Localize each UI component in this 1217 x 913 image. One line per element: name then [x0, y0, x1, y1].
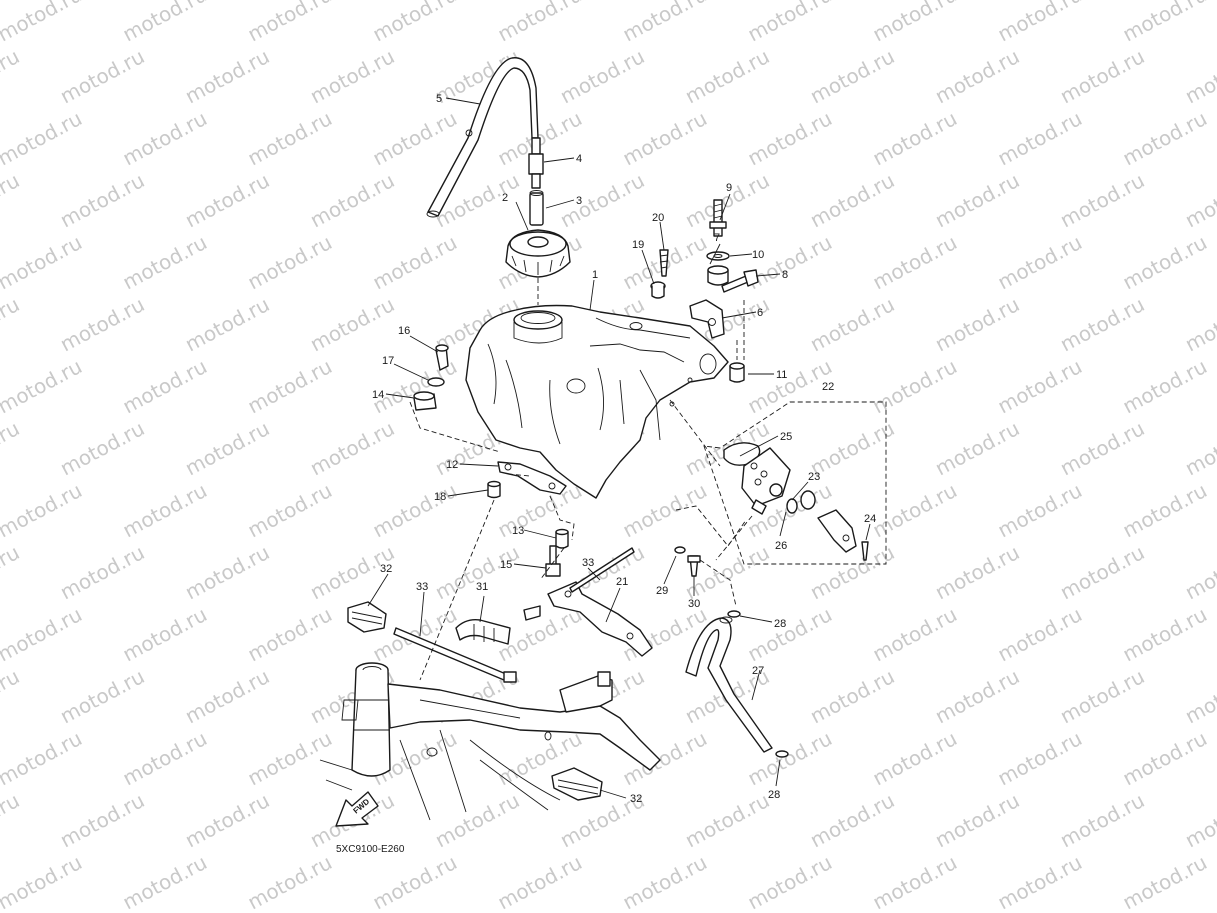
- callout-19: 19: [632, 239, 644, 251]
- callout-16: 16: [398, 325, 410, 337]
- callout-28-upper: 28: [774, 618, 786, 630]
- callout-28-lower: 28: [768, 789, 780, 801]
- cable-tie-upper: [569, 547, 635, 593]
- damper-bolt-set: [706, 199, 730, 286]
- callout-10: 10: [752, 249, 764, 261]
- damper-bolt-14-16-17: [413, 344, 449, 411]
- callout-32-lower: 32: [630, 793, 642, 805]
- callout-8: 8: [782, 269, 788, 281]
- callout-29: 29: [656, 585, 668, 597]
- callout-17: 17: [382, 355, 394, 367]
- callout-2: 2: [502, 192, 508, 204]
- callout-32-upper: 32: [380, 563, 392, 575]
- callout-1: 1: [592, 269, 598, 281]
- callout-24: 24: [864, 513, 876, 525]
- mount-plate: [497, 461, 567, 495]
- callout-13: 13: [512, 525, 524, 537]
- side-bolt: [721, 269, 759, 293]
- callout-15: 15: [500, 559, 512, 571]
- hose-clip-lower: [775, 750, 789, 758]
- callout-26: 26: [775, 540, 787, 552]
- callout-22: 22: [822, 381, 834, 393]
- callout-25: 25: [780, 431, 792, 443]
- callout-9: 9: [726, 182, 732, 194]
- frame: [319, 662, 661, 821]
- callout-33-upper: 33: [582, 557, 594, 569]
- diagram-code: 5XC9100-E260: [336, 844, 405, 855]
- protector-31: [455, 618, 511, 645]
- collar-18: [487, 480, 501, 499]
- callout-labels: 1 2 3 4 5 6 7 8 9 10 11 12 13 14 15 16 1…: [372, 93, 876, 805]
- callout-18: 18: [434, 491, 446, 503]
- hose-bracket: [523, 581, 653, 657]
- breather-fitting: [528, 137, 544, 189]
- protector-32-lower: [551, 767, 603, 801]
- callout-12: 12: [446, 459, 458, 471]
- hose-clip-upper: [727, 610, 741, 618]
- fwd-arrow: FWD: [335, 791, 379, 827]
- fuel-tank: [465, 304, 729, 499]
- protector-32-upper: [347, 601, 387, 633]
- washer-29: [674, 546, 686, 554]
- callout-20: 20: [652, 212, 664, 224]
- callout-6: 6: [757, 307, 763, 319]
- screw-30: [687, 555, 701, 577]
- callout-23: 23: [808, 471, 820, 483]
- callout-leaders: [367, 97, 871, 799]
- fuel-cock-assembly: [723, 442, 869, 561]
- callout-33-lower: 33: [416, 581, 428, 593]
- callout-27: 27: [752, 665, 764, 677]
- callout-21: 21: [616, 576, 628, 588]
- fuel-cap: [505, 229, 571, 278]
- callout-31: 31: [476, 581, 488, 593]
- callout-3: 3: [576, 195, 582, 207]
- callout-4: 4: [576, 153, 582, 165]
- callout-30: 30: [688, 598, 700, 610]
- tank-bracket: [689, 299, 725, 339]
- assembly-lines: [409, 300, 887, 681]
- callout-14: 14: [372, 389, 384, 401]
- collar-bolt-13-15: [545, 528, 569, 577]
- callout-7: 7: [714, 232, 720, 244]
- vent-hose: [426, 57, 539, 218]
- breather-pipe: [529, 190, 544, 226]
- fuel-hose: [685, 616, 773, 753]
- collar-11: [729, 362, 745, 383]
- callout-5: 5: [436, 93, 442, 105]
- callout-11: 11: [776, 369, 787, 381]
- cable-tie-lower: [393, 627, 517, 683]
- screw-washer-19-20: [650, 249, 669, 299]
